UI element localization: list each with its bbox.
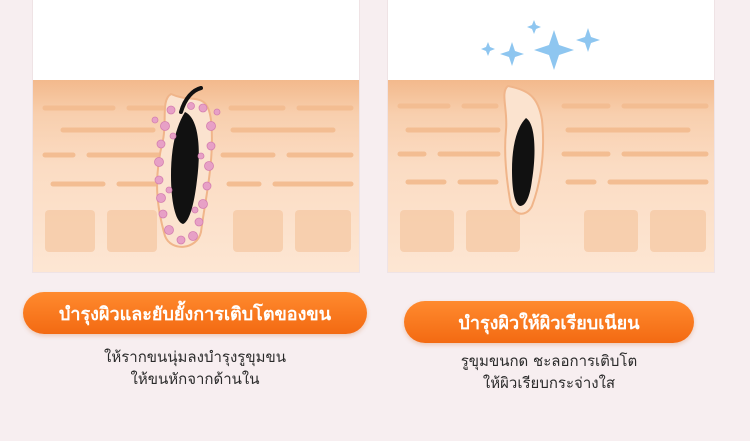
hair-root bbox=[171, 112, 199, 224]
nutrient-dots bbox=[151, 102, 221, 245]
skin-cells bbox=[400, 210, 706, 252]
description-line: ให้รากขนนุ่มลงบำรุงรูขุมขน bbox=[104, 348, 286, 366]
skin-texture-lines bbox=[397, 103, 709, 185]
skin-cross-section-right bbox=[388, 20, 714, 272]
skin-cells bbox=[45, 210, 351, 252]
description-line: ให้ผิวเรียบกระจ่างใส bbox=[482, 374, 616, 392]
skin-illustration-nourish bbox=[33, 0, 359, 272]
sparkle-icon bbox=[500, 42, 524, 66]
description-line: รูขุมขนกด ชะลอการเติบโต bbox=[460, 352, 638, 370]
skin-texture-lines bbox=[42, 105, 354, 187]
hair-shaft bbox=[179, 86, 203, 114]
sparkle-small-icon bbox=[527, 20, 541, 34]
benefit-description-nourish: ให้รากขนนุ่มลงบำรุงรูขุมขน ให้ขนหักจากด้… bbox=[23, 346, 367, 390]
benefit-badge-smooth: บำรุงผิวให้ผิวเรียบเนียน bbox=[404, 301, 694, 343]
sparkle-small-icon bbox=[481, 42, 495, 56]
benefit-description-smooth: รูขุมขนกด ชะลอการเติบโต ให้ผิวเรียบกระจ่… bbox=[404, 350, 694, 394]
skin-illustration-smooth bbox=[388, 0, 714, 272]
skin-cross-section-left bbox=[33, 80, 359, 272]
sparkles bbox=[481, 20, 600, 70]
sparkle-icon bbox=[576, 28, 600, 52]
hair-root bbox=[512, 118, 535, 206]
description-line: ให้ขนหักจากด้านใน bbox=[130, 370, 260, 388]
benefit-badge-nourish: บำรุงผิวและยับยั้งการเติบโตของขน bbox=[23, 292, 367, 334]
sparkle-large-icon bbox=[534, 30, 574, 70]
